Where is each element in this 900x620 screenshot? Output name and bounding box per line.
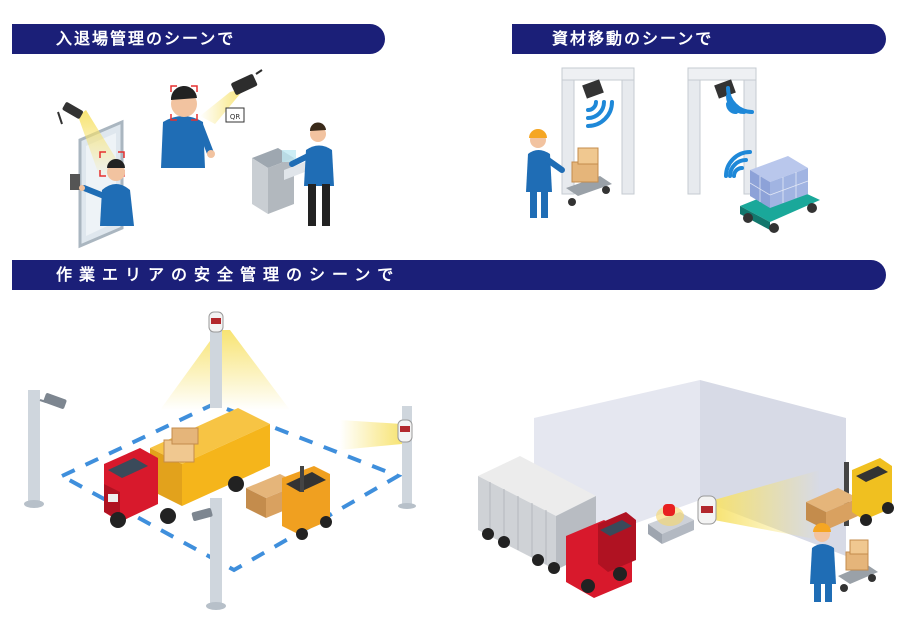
section-banner-entry-exit: 入退場管理のシーンで <box>12 24 385 54</box>
wall-sensor <box>697 470 820 540</box>
security-camera-icon <box>191 507 213 521</box>
work-area-safety-scene <box>24 311 416 610</box>
dump-truck <box>104 408 270 528</box>
wifi-signal-icon <box>724 150 752 178</box>
section-title: 入退場管理のシーンで <box>56 29 236 48</box>
forklift-left <box>246 466 332 540</box>
security-camera-icon <box>39 393 67 409</box>
sensor-pole-right <box>340 406 416 509</box>
worker-with-cart <box>526 129 612 218</box>
material-movement-scene <box>526 67 820 233</box>
container-truck <box>478 456 636 598</box>
rfid-gate-1 <box>561 67 635 195</box>
rfid-gate-2 <box>687 67 757 195</box>
warning-light-icon <box>648 504 694 544</box>
camera-pole-bottom <box>191 498 226 610</box>
ceiling-camera-icon <box>57 102 120 178</box>
cart-with-boxes <box>740 156 820 233</box>
qr-label: QR <box>230 113 241 121</box>
wifi-signal-icon <box>586 100 614 128</box>
worker-face-scan <box>161 85 215 168</box>
forklift-right <box>806 458 894 530</box>
qr-badge-icon: QR <box>225 107 245 123</box>
sensor-pole-top <box>160 311 290 410</box>
camera-pole-left <box>24 390 67 508</box>
entry-exit-scene: QR <box>57 69 334 249</box>
section-title: 作業エリアの安全管理のシーンで <box>56 265 401 284</box>
security-camera-icon <box>200 69 263 124</box>
section-banner-material-movement: 資材移動のシーンで <box>512 24 886 54</box>
turnstile-gate <box>252 148 310 214</box>
section-title: 資材移動のシーンで <box>552 29 714 48</box>
safety-zone-boundary <box>57 401 403 573</box>
wifi-signal-icon <box>726 86 754 114</box>
section-banner-work-area-safety: 作業エリアの安全管理のシーンで <box>12 260 886 290</box>
loading-dock-scene <box>478 380 894 602</box>
worker-at-door <box>79 159 134 226</box>
worker-at-gate <box>289 122 334 226</box>
worker-with-hand-cart <box>810 523 878 602</box>
